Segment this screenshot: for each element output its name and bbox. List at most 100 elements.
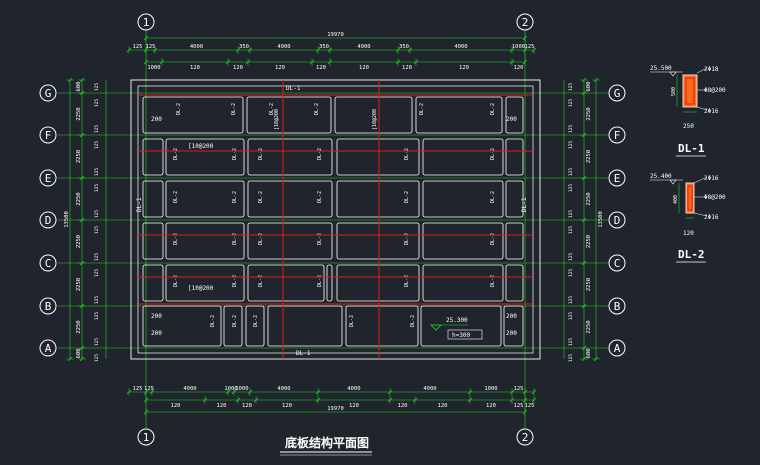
grid-label-left-G: G [45, 87, 52, 100]
dim-bottom-chain-label-9: 1000 [484, 386, 497, 392]
plan-labels: DL-1 DL-1 DL-1 DL-1 [10@200 [10@200 200 … [136, 85, 528, 357]
beam-label-dl2-31: DL-2 [210, 315, 216, 327]
beam-label-dl2-35: DL-2 [410, 315, 416, 327]
dim-bottom-sub-label-10: 125 [525, 403, 535, 409]
dim-left-small-14: 125 [94, 354, 100, 362]
drawing-title: 底板结构平面图 [285, 435, 369, 450]
beam-label-dl2-33: DL-2 [253, 315, 259, 327]
dim-top-chain-label-7: 4000 [357, 44, 370, 50]
grid-label-bottom-1: 1 [143, 431, 150, 444]
grid-label-left-E: E [45, 172, 52, 185]
grid-label-right-F: F [614, 129, 621, 142]
dim-label-200-bl: 200 [151, 313, 162, 320]
dim-right-small-8: 125 [568, 226, 574, 234]
dim-left-small-5: 125 [94, 168, 100, 176]
grid-label-right-G: G [614, 87, 621, 100]
slab-panel-30 [505, 264, 524, 302]
beam-label-dl2-10: DL-2 [317, 148, 323, 160]
slab-inner-edge [137, 85, 534, 354]
dim-left-small-8: 125 [94, 226, 100, 234]
dim-bottom-sub-label-7: 120 [438, 403, 448, 409]
grid-bubble-right-F [608, 126, 626, 144]
grid-bubble-left-E [39, 169, 57, 187]
dim-right-small-3: 125 [568, 125, 574, 133]
dim-bottom-chain-label-7: 4000 [347, 386, 360, 392]
dim-right-small-1: 125 [568, 83, 574, 91]
slab-panel-17 [505, 180, 524, 218]
dim-top-chain-label-8: 350 [399, 44, 409, 50]
dim-right-small-5: 125 [568, 168, 574, 176]
grid-bubble-top-2 [516, 13, 534, 31]
grid-label-left-A: A [45, 342, 52, 355]
grid-bubble-right-B [608, 297, 626, 315]
beam-label-dl2-21: DL-2 [258, 233, 264, 245]
section-dl2-stirrup-label: Φ8@200 [704, 194, 726, 201]
grid-bubble-left-F [39, 126, 57, 144]
grid-label-bottom-2: 2 [522, 431, 529, 444]
section-dl2-stirrup [687, 185, 693, 211]
dim-top-sub-label-9: 120 [514, 65, 524, 71]
section-dl1-bottom-bars: 2Φ16 [704, 108, 719, 115]
dim-left-small-6: 125 [94, 184, 100, 192]
dim-top-sub-label-3: 120 [233, 65, 243, 71]
slab-panel-13 [165, 180, 245, 218]
slab-panel-11 [505, 138, 524, 176]
section-dl2-elevation: 25.400 [650, 173, 672, 180]
section-dl1-stirrup [685, 77, 695, 105]
dim-left-spans-label-4: 2250 [76, 192, 82, 205]
dim-top-sub-label-5: 120 [316, 65, 326, 71]
dim-label-200-mr: 200 [506, 330, 517, 337]
slab-panel-23 [505, 222, 524, 260]
beam-label-dl1-left: DL-1 [136, 197, 143, 212]
dim-top-chain-label-5: 4000 [277, 44, 290, 50]
rebar-label-2: [10@200 [188, 285, 214, 292]
grid-bubble-bottom-2 [516, 428, 534, 446]
dim-right-spans-label-6: 2250 [586, 278, 592, 291]
beam-label-dl2-22: DL-2 [317, 233, 323, 245]
slab-panel-36 [420, 305, 502, 347]
dim-label-200-br: 200 [506, 313, 517, 320]
dim-right-small-10: 125 [568, 269, 574, 277]
grid-bubble-bottom-1 [137, 428, 155, 446]
slab-panel-14 [247, 180, 333, 218]
slab-outer-edge [130, 79, 541, 360]
grid-label-left-F: F [45, 129, 52, 142]
dim-left-overall-label-1: 13500 [64, 211, 70, 228]
grid-label-top-2: 2 [522, 16, 529, 29]
grid-label-right-A: A [614, 342, 621, 355]
beam-label-dl2-8: DL-2 [232, 148, 238, 160]
dim-left-spans-label-1: 600 [76, 82, 82, 92]
section-dl2-height: 400 [673, 195, 679, 204]
dim-bottom-chain-label-5: 1000 [235, 386, 248, 392]
grid-label-left-C: C [45, 257, 52, 270]
grid-bubble-left-C [39, 254, 57, 272]
dim-bottom-sub-label-8: 120 [486, 403, 496, 409]
beam-label-dl2-5: DL-2 [419, 103, 425, 115]
slab-thickness-box [447, 329, 483, 340]
section-dl1-body [682, 74, 698, 108]
grid-label-right-D: D [614, 214, 621, 227]
dim-right-spans-label-4: 2250 [586, 192, 592, 205]
beam-label-dl2-13: DL-2 [173, 191, 179, 203]
dim-bottom-chain-label-1: 125 [133, 386, 143, 392]
dim-left-small-10: 125 [94, 269, 100, 277]
dim-bottom-chain-label-8: 4000 [423, 386, 436, 392]
slab-panel-7 [165, 138, 245, 176]
slab-panel-15 [336, 180, 420, 218]
slab-panel-21 [336, 222, 420, 260]
dim-left-spans-label-2: 2250 [76, 107, 82, 120]
slab-panel-32 [223, 305, 243, 347]
beam-label-dl2-3: DL-2 [269, 103, 275, 115]
dim-bottom-chain-label-2: 125 [144, 386, 154, 392]
slab-panel-4 [415, 96, 503, 134]
section-dl1: 25.500 500 250 2Φ18 Φ8@200 2Φ16 DL-1 [650, 65, 726, 157]
dim-right-small-11: 125 [568, 296, 574, 304]
beam-label-dl2-9: DL-2 [258, 148, 264, 160]
dim-left-spans-label-3: 2250 [76, 150, 82, 163]
slab-panel-24 [142, 264, 164, 302]
dim-label-200-tr: 200 [506, 116, 517, 123]
beam-label-dl2-24: DL-2 [490, 233, 496, 245]
dim-bottom-sub-label-5: 120 [349, 403, 359, 409]
